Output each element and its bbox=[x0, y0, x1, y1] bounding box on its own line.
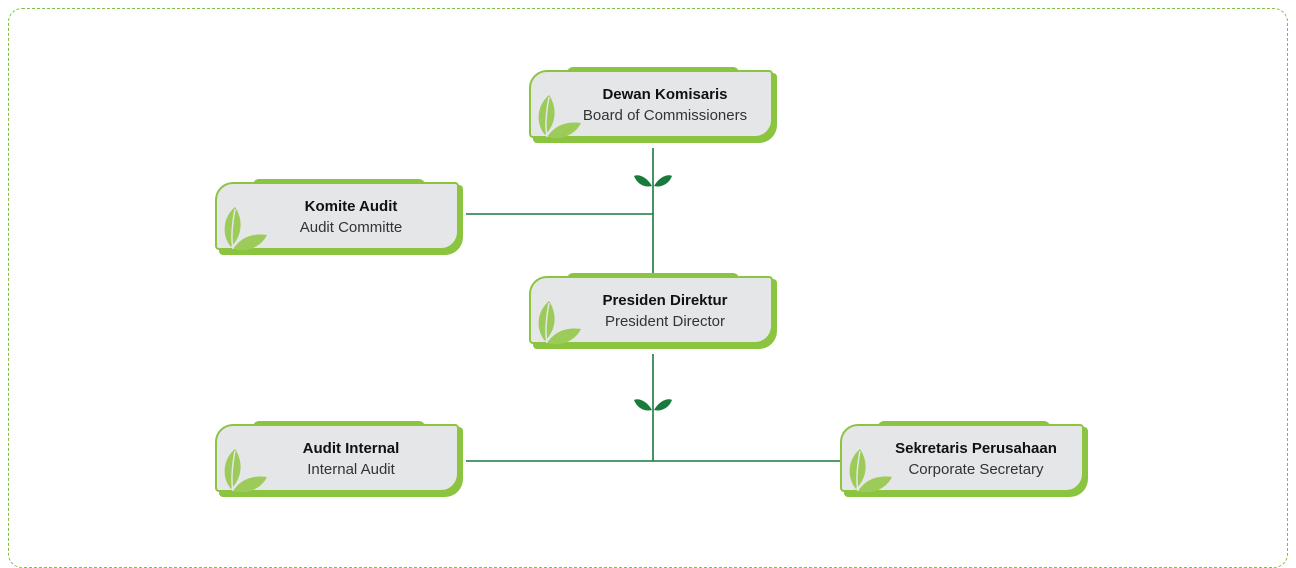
node-board-of-commissioners: Dewan Komisaris Board of Commissioners bbox=[529, 67, 777, 143]
node-title: Komite Audit bbox=[304, 198, 398, 215]
node-president-director: Presiden Direktur President Director bbox=[529, 273, 777, 349]
leaf-icon bbox=[538, 301, 581, 345]
node-subtitle: Internal Audit bbox=[307, 461, 395, 478]
leaf-icon bbox=[224, 449, 267, 493]
node-audit-committee: Komite Audit Audit Committe bbox=[215, 179, 463, 255]
node-subtitle: Board of Commissioners bbox=[582, 107, 748, 124]
node-title: Sekretaris Perusahaan bbox=[895, 440, 1057, 457]
sprout-icon bbox=[634, 175, 672, 187]
node-title: Audit Internal bbox=[302, 440, 400, 457]
connector-lines bbox=[466, 148, 840, 462]
leaf-icon bbox=[538, 95, 581, 139]
node-subtitle: Audit Committe bbox=[299, 219, 403, 236]
node-corporate-secretary: Sekretaris Perusahaan Corporate Secretar… bbox=[840, 421, 1088, 497]
leaf-icon bbox=[849, 449, 892, 493]
node-title: Dewan Komisaris bbox=[602, 86, 728, 103]
node-title: Presiden Direktur bbox=[602, 292, 728, 309]
node-internal-audit: Audit Internal Internal Audit bbox=[215, 421, 463, 497]
node-subtitle: President Director bbox=[604, 313, 726, 330]
node-subtitle: Corporate Secretary bbox=[908, 461, 1044, 478]
leaf-icon bbox=[224, 207, 267, 251]
sprout-icon bbox=[634, 399, 672, 411]
